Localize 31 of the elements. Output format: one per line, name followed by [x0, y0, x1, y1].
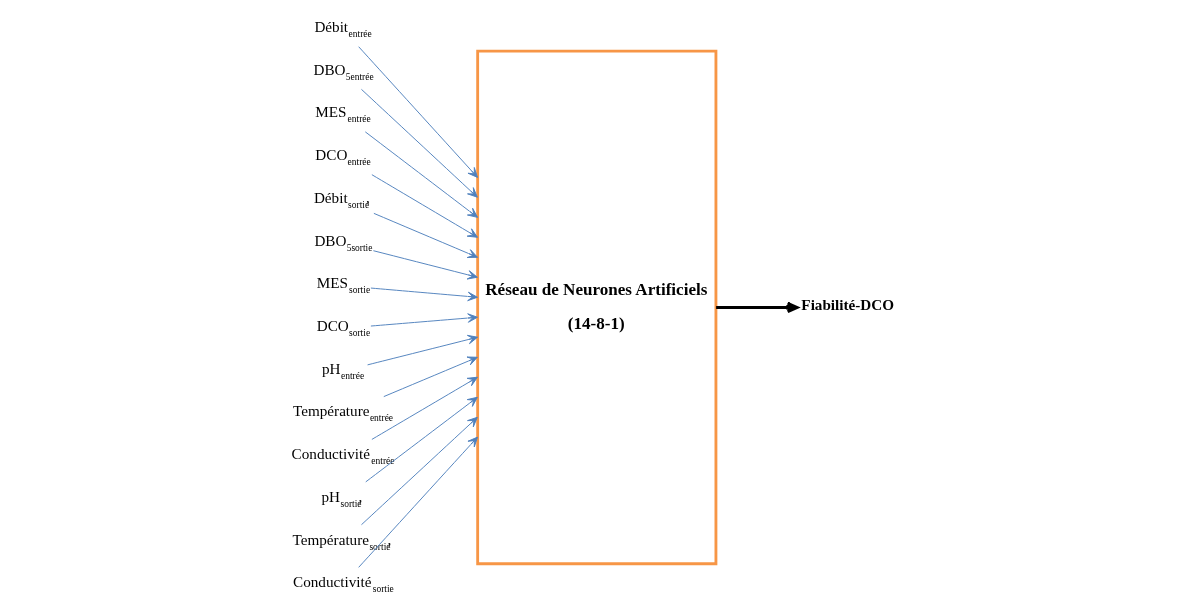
arrow — [372, 212, 478, 258]
node-text: pH$_{entrée}$ — [321, 359, 364, 381]
arrow — [366, 334, 478, 366]
arrow — [370, 174, 478, 238]
node-text: Conductivité$_{sortie}$ — [292, 573, 394, 595]
node-text: MES$_{entrée}$ — [314, 103, 371, 125]
node-text: DCO$_{entrée}$ — [314, 146, 371, 168]
arrow — [357, 436, 478, 568]
node-text: Température$_{sortie}$, — [292, 530, 391, 552]
arrow — [364, 396, 478, 483]
arrow — [372, 250, 478, 280]
node-box: Réseau de Neurones Artificiels (14-8-1) — [475, 49, 717, 566]
arrow — [357, 46, 478, 178]
arrow — [715, 301, 799, 314]
arrow — [370, 376, 478, 440]
node-text: DBO$_{5entrée}$ — [312, 60, 374, 82]
arrow — [360, 88, 478, 198]
node-text: MES$_{sortie}$ — [316, 274, 370, 296]
node-text: pH$_{sortie}$, — [321, 487, 362, 509]
node-text: Débit$_{sortie}$, — [313, 188, 370, 210]
node-text: Fiabilité-DCO — [800, 296, 894, 314]
node-text: Débit$_{entrée}$ — [313, 17, 372, 39]
arrow — [382, 356, 478, 398]
arrow — [360, 416, 478, 526]
node-text: Température$_{entrée}$ — [292, 402, 393, 424]
node-text: DBO$_{5sortie}$ — [313, 231, 372, 253]
arrow — [364, 131, 478, 218]
arrow — [369, 313, 478, 327]
arrow — [369, 287, 478, 302]
node-text: Conductivité$_{entrée}$ — [291, 445, 395, 467]
node-text: DCO$_{sortie}$ — [316, 317, 370, 339]
